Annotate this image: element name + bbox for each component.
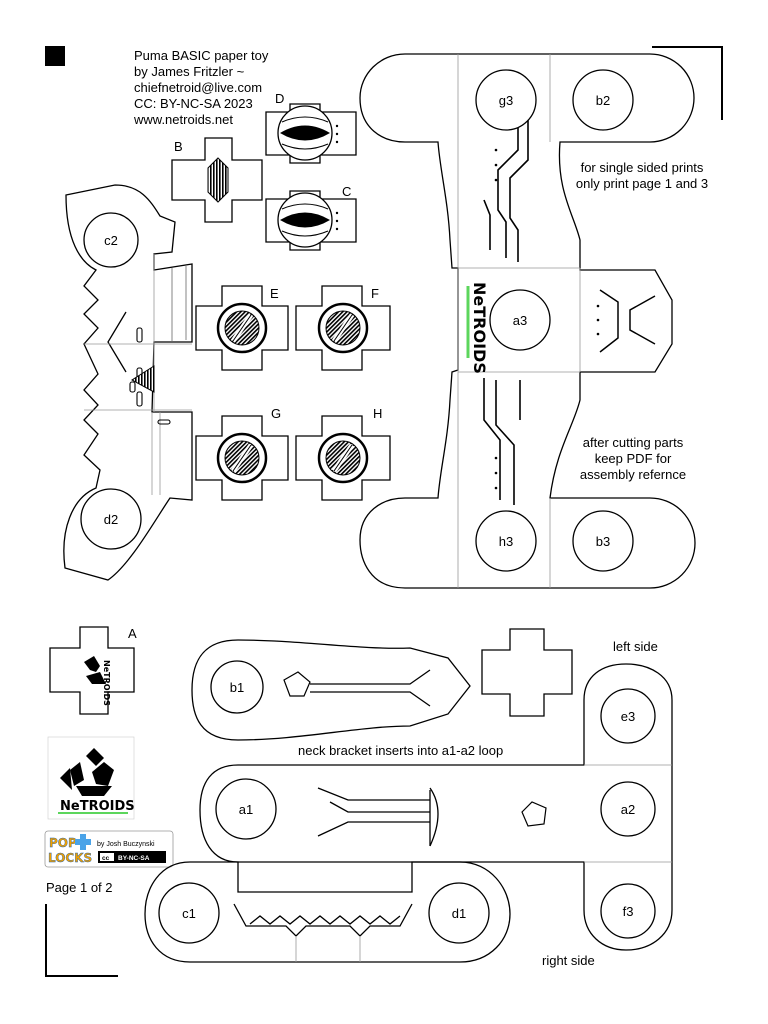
svg-text:NeTROIDS: NeTROIDS [60,799,135,814]
part-a: NeTROIDS [49,626,135,715]
circle-b2 [572,69,634,131]
circle-h3 [475,510,537,572]
circle-g3 [475,69,537,131]
circle-b3 [572,510,634,572]
small-cross-piece [481,628,573,717]
note-neck-bracket: neck bracket inserts into a1-a2 loop [298,743,504,758]
label-d1: d1 [452,906,466,921]
label-part-b: B [174,139,183,154]
head-piece [63,184,193,581]
svg-text:cc: cc [102,855,110,862]
registration-square [45,46,65,66]
part-c [265,190,357,251]
label-part-a: A [128,626,137,641]
registration-corner-top-right [652,46,723,120]
label-e3: e3 [621,709,635,724]
part-b [171,137,263,223]
label-part-d: D [275,91,284,106]
circle-f3 [600,883,656,939]
circle-a2 [600,781,656,837]
netroids-logo: NeTROIDS [47,736,135,820]
circle-e3 [600,688,656,744]
label-b2: b2 [596,93,610,108]
part-e [195,285,289,371]
credit-line-website: www.netroids.net [134,112,233,127]
label-g3: g3 [499,93,513,108]
circle-a1 [215,778,277,840]
credit-line-license: CC: BY-NC-SA 2023 [134,96,253,111]
credit-line-author: by James Fritzler ~ [134,64,245,79]
jaw-piece [144,861,511,963]
part-a-mini-logo: NeTROIDS [102,660,111,706]
note-right-side: right side [542,953,595,968]
label-d2: d2 [104,512,118,527]
label-part-f: F [371,286,379,301]
circle-b1 [210,660,264,714]
svg-text:by Josh Buczynski: by Josh Buczynski [97,841,155,848]
part-d [265,103,357,164]
head-nose-triangle [131,365,155,393]
circle-a3 [489,289,551,351]
credit-line-email: chiefnetroid@live.com [134,80,263,95]
label-a3: a3 [513,313,527,328]
netroids-vertical-logo: NeTROIDS [470,282,489,374]
credit-line-title: Puma BASIC paper toy [134,48,269,63]
label-f3: f3 [623,904,634,919]
note-left-side: left side [613,639,658,654]
label-c2: c2 [104,233,118,248]
body-dots [494,148,600,490]
label-a1: a1 [239,802,253,817]
circle-c2 [83,212,139,268]
label-a2: a2 [621,802,635,817]
circle-d2 [80,488,142,550]
body-piece [359,53,696,589]
neck-piece [191,639,471,741]
label-c1: c1 [182,906,196,921]
label-h3: h3 [499,534,513,549]
label-b1: b1 [230,680,244,695]
side-piece [199,663,673,951]
part-h [295,415,391,501]
note-single-sided: for single sided prints only print page … [575,160,709,191]
page-number: Page 1 of 2 [46,880,113,895]
part-g [195,415,289,501]
svg-text:POP: POP [49,836,77,850]
label-part-c: C [342,184,351,199]
svg-text:LOCKS: LOCKS [48,851,92,865]
credit-block: Puma BASIC paper toy by James Fritzler ~… [134,48,268,128]
label-part-h: H [373,406,382,421]
poplocks-badge: POP LOCKS by Josh Buczynski cc BY-NC-SA [44,830,174,868]
svg-text:BY-NC-SA: BY-NC-SA [118,855,150,862]
part-f [295,285,391,371]
circle-d1 [428,882,490,944]
note-after-cutting: after cutting parts keep PDF for assembl… [579,435,687,482]
label-b3: b3 [596,534,610,549]
registration-corner-bottom-left [45,904,118,977]
label-part-e: E [270,286,279,301]
circle-c1 [158,882,220,944]
label-part-g: G [271,406,281,421]
